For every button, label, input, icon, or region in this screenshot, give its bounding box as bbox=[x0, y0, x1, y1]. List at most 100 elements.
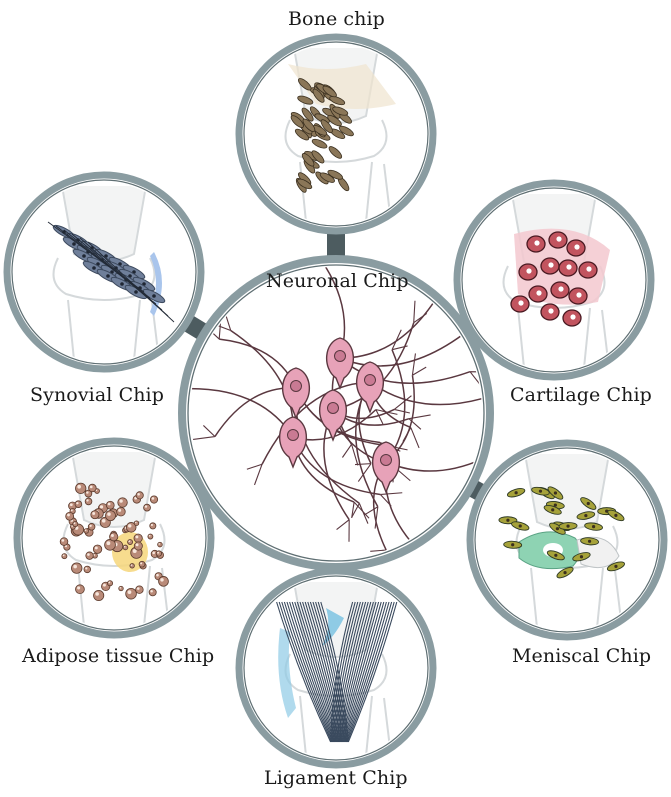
adipocyte-highlight bbox=[150, 590, 153, 593]
fibrochondrocyte-nucleus bbox=[511, 543, 514, 546]
neurite-branch bbox=[438, 570, 455, 586]
fibrochondrocyte-nucleus bbox=[580, 555, 583, 558]
synovial-chip-circle bbox=[7, 175, 201, 369]
synoviocyte-nucleus bbox=[106, 274, 110, 278]
neuron-nucleus bbox=[335, 351, 346, 362]
adipocyte bbox=[156, 551, 161, 556]
adipocyte-highlight bbox=[89, 525, 91, 527]
adipocyte-highlight bbox=[71, 509, 73, 511]
adipocyte-highlight bbox=[145, 505, 147, 507]
adipocyte-highlight bbox=[85, 529, 87, 531]
adipocyte bbox=[148, 534, 153, 539]
adipocyte bbox=[123, 545, 128, 550]
adipocyte bbox=[75, 501, 82, 508]
chondrocyte-nucleus bbox=[586, 266, 591, 271]
ligament-chip-circle bbox=[239, 571, 433, 765]
chondrocyte-nucleus bbox=[566, 264, 571, 269]
adipocyte-highlight bbox=[158, 543, 160, 545]
adipocyte-highlight bbox=[120, 587, 122, 589]
adipocyte-highlight bbox=[135, 522, 137, 524]
adipocyte-highlight bbox=[124, 546, 126, 548]
adipocyte-highlight bbox=[137, 587, 140, 590]
adipocyte bbox=[150, 523, 156, 529]
adipocyte-highlight bbox=[137, 493, 140, 496]
adipocyte-highlight bbox=[85, 567, 87, 569]
fibrochondrocyte-nucleus bbox=[551, 508, 554, 511]
adipocyte-highlight bbox=[128, 524, 131, 527]
adipocyte bbox=[73, 522, 78, 527]
adipocyte-highlight bbox=[131, 564, 133, 566]
adipocyte bbox=[93, 545, 101, 553]
adipocyte bbox=[91, 511, 99, 519]
adipocyte-highlight bbox=[152, 552, 155, 555]
synoviocyte-nucleus bbox=[120, 282, 124, 286]
adipocyte bbox=[126, 588, 137, 599]
adipocyte bbox=[105, 511, 115, 521]
adipocyte bbox=[117, 507, 126, 516]
synoviocyte-nucleus bbox=[92, 266, 96, 270]
adipocyte bbox=[75, 483, 85, 493]
adipocyte bbox=[84, 529, 89, 534]
adipocyte-highlight bbox=[76, 502, 78, 504]
adipocyte-highlight bbox=[106, 541, 110, 545]
adipocyte bbox=[66, 512, 74, 520]
adipose-chip-label: Adipose tissue Chip bbox=[22, 645, 214, 667]
adipocyte-highlight bbox=[140, 562, 142, 564]
adipocyte bbox=[60, 538, 68, 546]
fibrochondrocyte-nucleus bbox=[554, 491, 557, 494]
adipocyte-highlight bbox=[128, 590, 132, 594]
synovial-chip-label: Synovial Chip bbox=[30, 384, 164, 406]
adipocyte-highlight bbox=[86, 491, 88, 493]
chondrocyte-nucleus bbox=[574, 244, 579, 249]
adipocyte-highlight bbox=[107, 512, 111, 516]
fibrochondrocyte-nucleus bbox=[592, 525, 595, 528]
synoviocyte-nucleus bbox=[82, 254, 86, 258]
fibrochondrocyte-nucleus bbox=[554, 554, 557, 557]
adipocyte-highlight bbox=[118, 509, 121, 512]
adipocyte-highlight bbox=[77, 586, 80, 589]
adipocyte-highlight bbox=[70, 503, 73, 506]
chondrocyte-nucleus bbox=[556, 236, 561, 241]
synoviocyte-nucleus bbox=[152, 294, 156, 298]
neuron-nucleus bbox=[291, 381, 302, 392]
adipocyte-highlight bbox=[128, 540, 130, 542]
adipocyte bbox=[106, 501, 114, 509]
adipocyte-highlight bbox=[135, 535, 138, 538]
adipocyte bbox=[62, 554, 67, 559]
neuron-nucleus bbox=[365, 375, 376, 386]
adipocyte-highlight bbox=[160, 578, 163, 581]
chondrocyte-nucleus bbox=[576, 292, 581, 297]
neuron-nucleus bbox=[328, 403, 339, 414]
adipocyte-highlight bbox=[157, 552, 159, 554]
fibrochondrocyte-nucleus bbox=[566, 524, 569, 527]
adipocyte bbox=[159, 576, 169, 586]
adipocyte-highlight bbox=[86, 499, 88, 501]
adipocyte bbox=[130, 564, 134, 568]
fibrochondrocyte-nucleus bbox=[519, 524, 522, 527]
chondrocyte-nucleus bbox=[570, 314, 575, 319]
fibrochondrocyte-nucleus bbox=[563, 571, 566, 574]
adipocyte-highlight bbox=[62, 539, 65, 542]
neuron-nucleus bbox=[381, 455, 392, 466]
fibrochondrocyte-nucleus bbox=[588, 540, 591, 543]
neurite-branch bbox=[162, 373, 179, 389]
adipocyte-highlight bbox=[63, 554, 65, 556]
meniscal-chip-circle bbox=[470, 443, 664, 637]
adipocyte bbox=[94, 590, 104, 600]
ligament-chip-label: Ligament Chip bbox=[264, 767, 408, 789]
fibrochondrocyte-nucleus bbox=[584, 514, 587, 517]
chondrocyte-nucleus bbox=[526, 268, 531, 273]
chondrocyte-nucleus bbox=[518, 300, 523, 305]
fibrochondrocyte-nucleus bbox=[515, 491, 518, 494]
adipocyte bbox=[110, 533, 118, 541]
adipocyte-highlight bbox=[90, 486, 93, 489]
adipocyte-highlight bbox=[95, 592, 99, 596]
adipocyte-highlight bbox=[103, 584, 106, 587]
cartilage-chip-label: Cartilage Chip bbox=[510, 384, 652, 406]
adipocyte bbox=[139, 561, 145, 567]
fibrochondrocyte-nucleus bbox=[556, 527, 559, 530]
adipocyte bbox=[118, 498, 128, 508]
adipocyte bbox=[149, 589, 156, 596]
adipocyte-highlight bbox=[102, 519, 106, 523]
